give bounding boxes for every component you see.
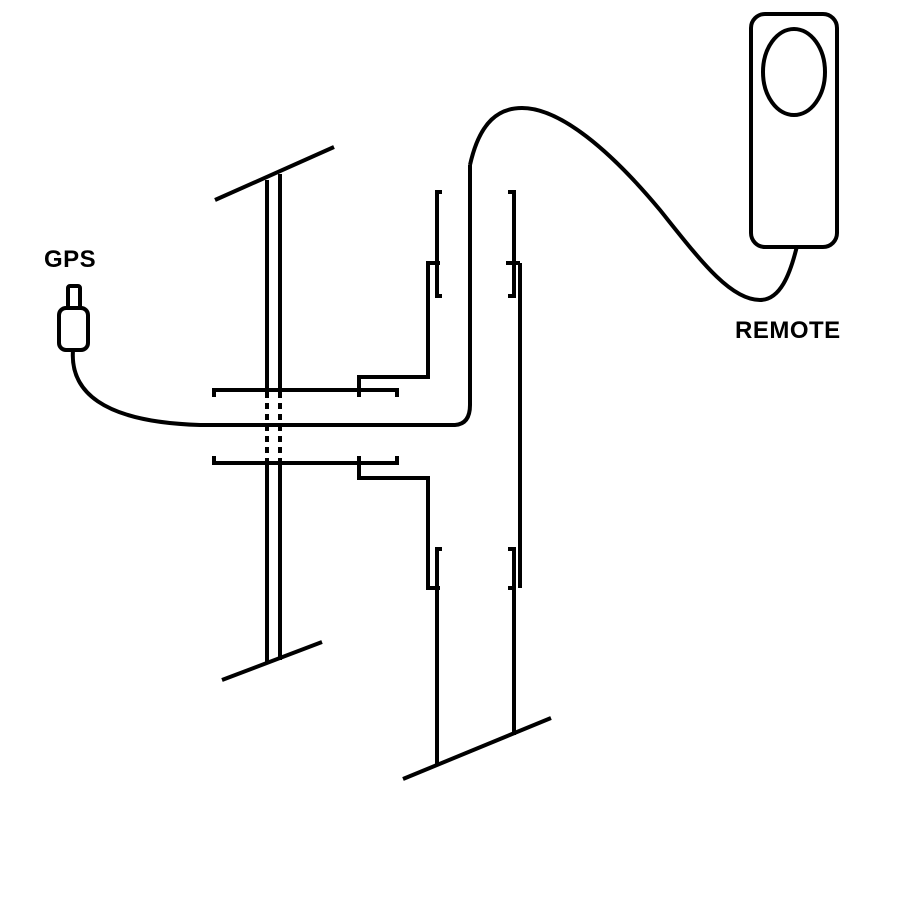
- upper-elbow: [357, 190, 520, 397]
- left-frame: [214, 145, 335, 682]
- upper-elbow-line: [357, 261, 440, 397]
- remote-cable: [468, 105, 799, 303]
- gps-plug-tip: [66, 284, 82, 310]
- right-frame: [402, 263, 552, 781]
- remote-label: REMOTE: [735, 317, 841, 344]
- gps-cable: [70, 165, 472, 427]
- gps-label: GPS: [44, 246, 97, 273]
- right-frame-base: [402, 716, 552, 781]
- lower-elbow: [357, 456, 516, 590]
- connector-band: [212, 388, 399, 465]
- left-frame-top-foot: [214, 145, 335, 202]
- upper-right-clamp: [508, 190, 516, 298]
- upper-left-clamp: [435, 190, 442, 298]
- remote-body: [749, 12, 839, 249]
- gps-connector: [57, 284, 90, 352]
- lower-right-clamp: [508, 547, 516, 590]
- gps-plug-body: [57, 306, 90, 352]
- remote-button: [761, 27, 827, 117]
- lower-left-clamp: [435, 547, 442, 588]
- left-frame-bottom-foot: [221, 640, 323, 682]
- lower-elbow-line: [357, 456, 440, 590]
- remote-device: [749, 12, 839, 249]
